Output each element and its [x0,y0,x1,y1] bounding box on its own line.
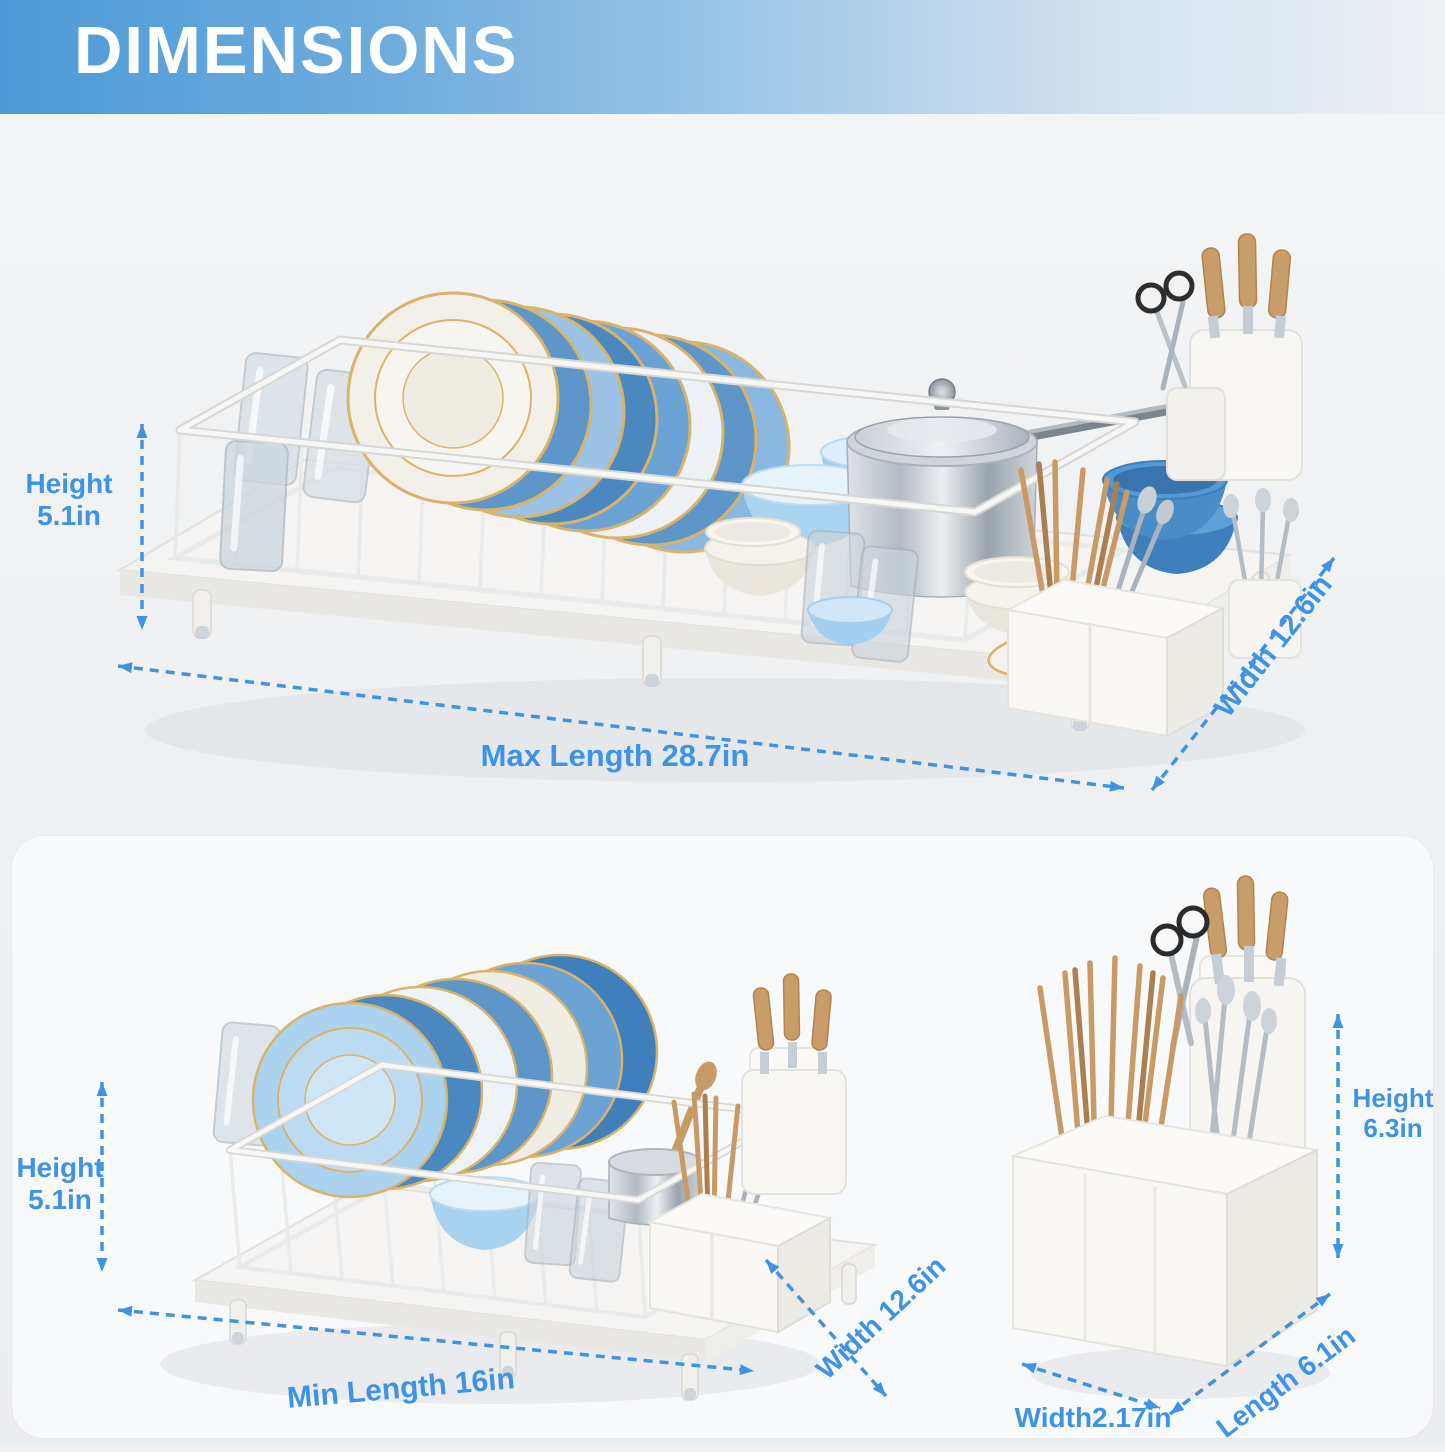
extended-rack-illustration [116,233,1305,782]
utensil-holder-height-label: Height 6.3in [1346,1083,1440,1143]
dimension-word: Height [16,1152,104,1183]
dimension-value: 5.1in [37,499,101,531]
dimension-word: Height [1352,1083,1434,1113]
compact-rack-height-label: Height 5.1in [10,1152,110,1216]
wire-basket-rim [175,335,1140,517]
knife-block [1135,233,1303,481]
utensil-holder-illustration [1009,875,1330,1399]
utensil-holder-width-label: Width2.17in [1014,1402,1172,1433]
knife-block [741,973,847,1195]
small-blue-bowl [807,596,893,645]
compact-rack-illustration [160,953,879,1404]
title-banner: DIMENSIONS [0,0,1445,114]
dimension-word: Height [25,468,113,499]
dimension-value: 5.1in [28,1183,92,1215]
page-title: DIMENSIONS [74,13,519,88]
scissors [1135,270,1195,391]
extended-rack-max-length-label: Max Length 28.7in [480,738,750,773]
dimension-value: 6.3in [1363,1112,1423,1143]
extended-rack-height-label: Height 5.1in [18,468,120,532]
white-bowls [704,517,816,596]
holder-body [1009,1114,1321,1368]
